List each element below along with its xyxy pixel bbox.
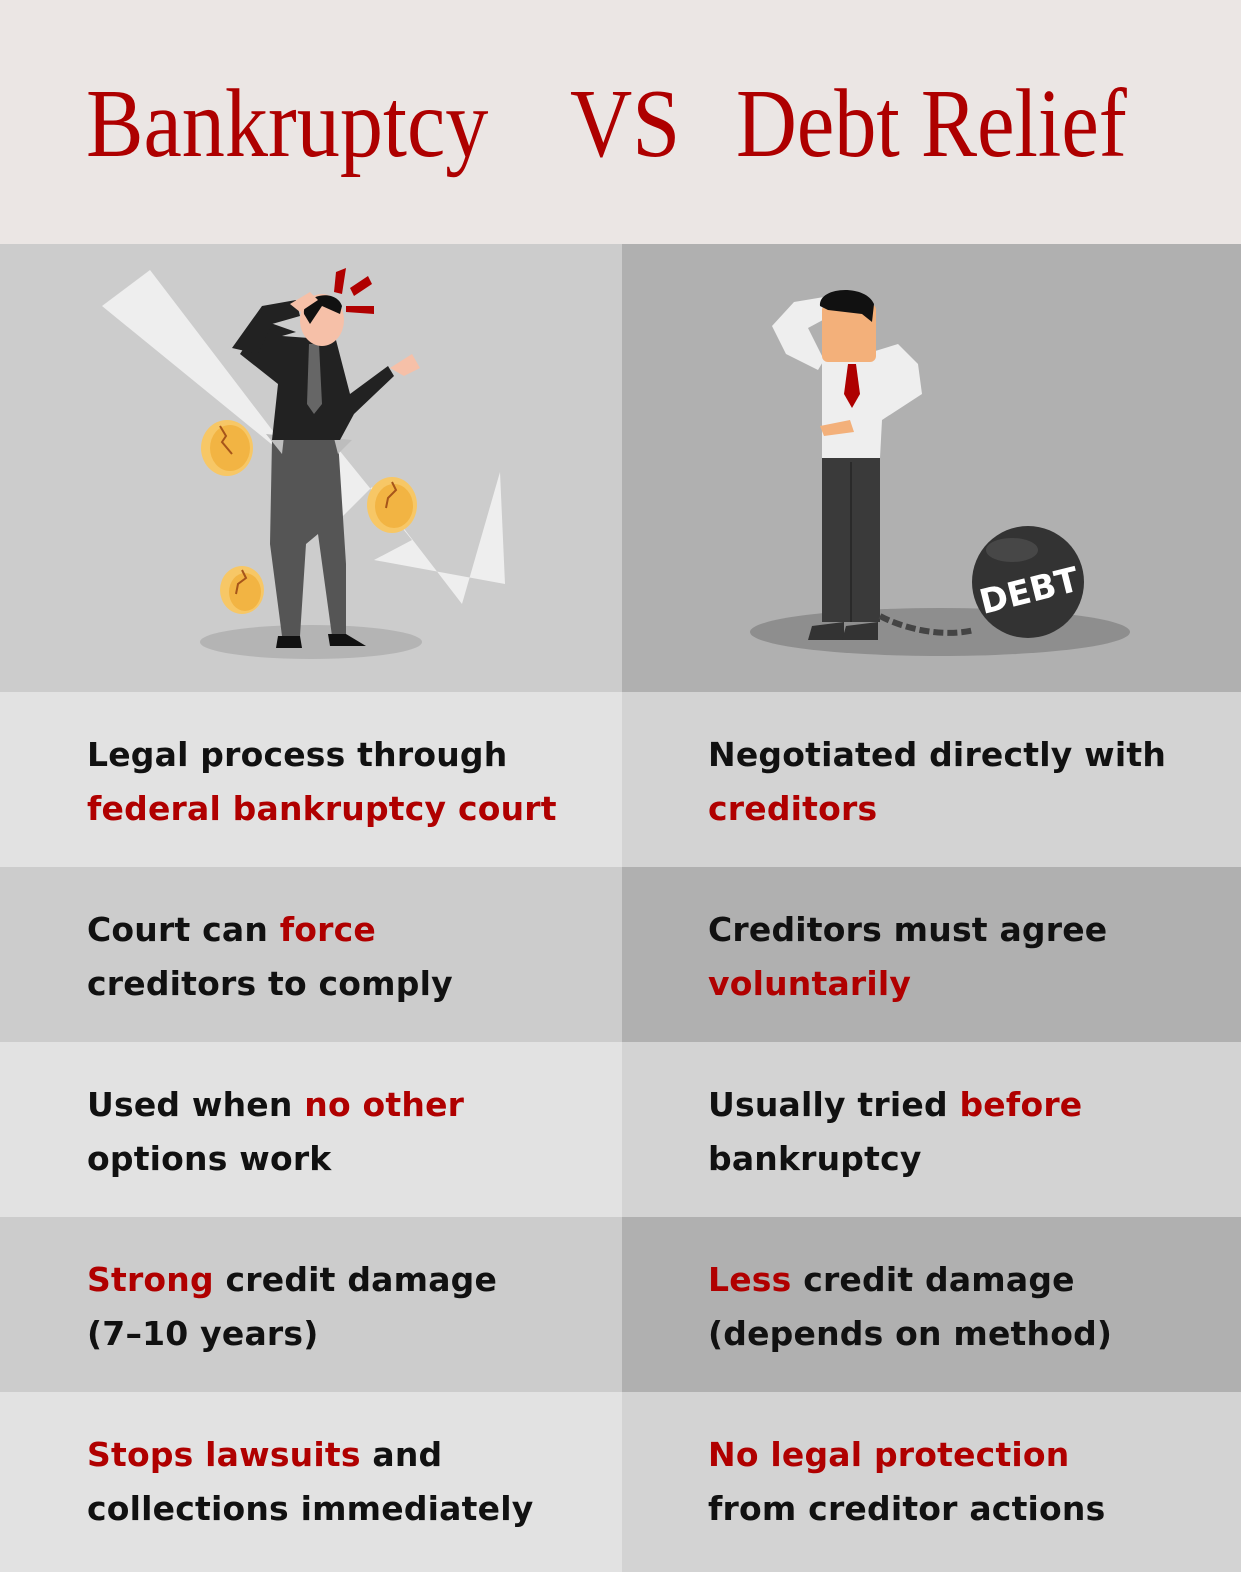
- cracked-coin-icon: [367, 477, 417, 533]
- bankruptcy-cell: Used when no other options work: [0, 1042, 622, 1217]
- debt-relief-cell: Negotiated directly with creditors: [622, 692, 1241, 867]
- stress-marks-icon: [334, 268, 374, 314]
- title-vs: VS: [570, 70, 681, 178]
- debt-relief-cell: Usually tried before bankruptcy: [622, 1042, 1241, 1217]
- debt-relief-cell: Less credit damage (depends on method): [622, 1217, 1241, 1392]
- cracked-coin-icon: [201, 420, 253, 476]
- debt-relief-cell: Creditors must agree voluntarily: [622, 867, 1241, 1042]
- title-bankruptcy: Bankruptcy: [86, 70, 489, 178]
- bankruptcy-cell: Strong credit damage (7–10 years): [0, 1217, 622, 1392]
- title-debt-relief: Debt Relief: [736, 70, 1127, 178]
- debt-relief-cell: No legal protection from creditor action…: [622, 1392, 1241, 1572]
- bankruptcy-illustration-panel: [0, 244, 622, 692]
- bankruptcy-cell: Stops lawsuits and collections immediate…: [0, 1392, 622, 1572]
- header: Bankruptcy VS Debt Relief: [0, 0, 1241, 244]
- page-title: Bankruptcy VS Debt Relief: [0, 64, 1241, 184]
- stressed-man-illustration: [102, 268, 505, 659]
- debt-relief-illustration-panel: DEBT: [622, 244, 1241, 692]
- bankruptcy-cell: Legal process through federal bankruptcy…: [0, 692, 622, 867]
- cracked-coin-icon: [220, 566, 264, 614]
- bankruptcy-cell: Court can force creditors to comply: [0, 867, 622, 1042]
- chained-man-illustration: DEBT: [750, 289, 1130, 656]
